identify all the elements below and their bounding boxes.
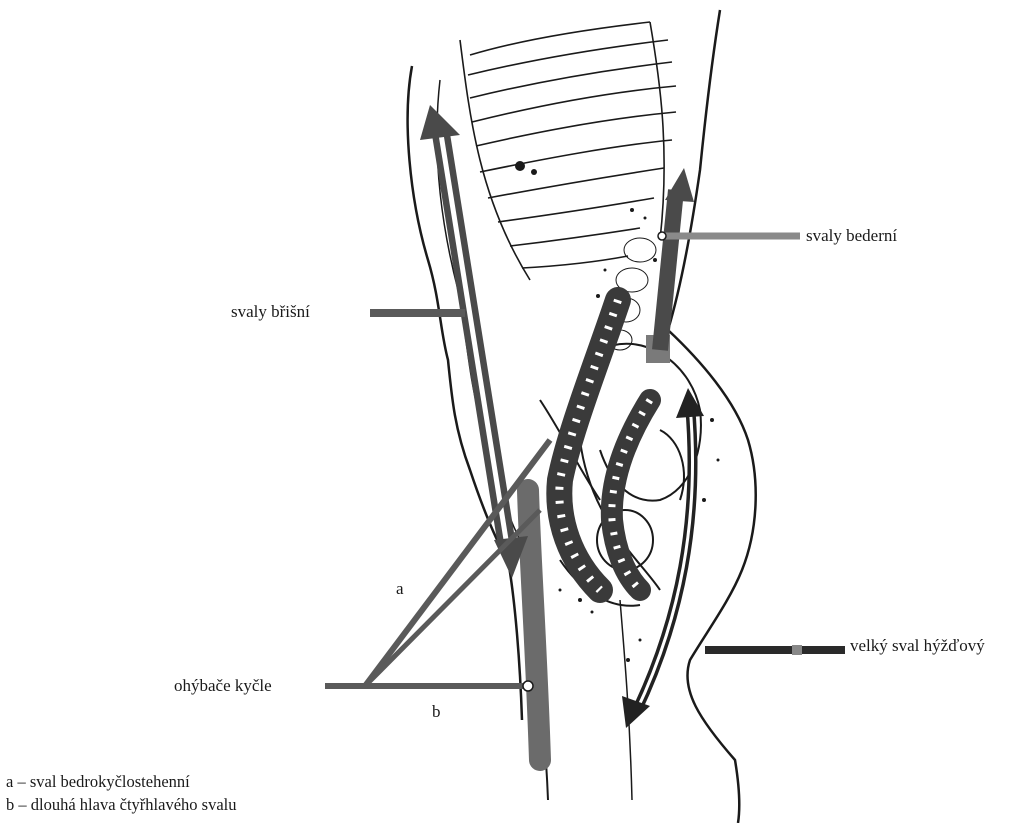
label-lumbar-muscles: svaly bederní: [806, 227, 897, 244]
lumbar-arrow: [660, 168, 694, 350]
legend-item-a: a – sval bedrokyčlostehenní: [6, 774, 190, 791]
label-gluteus-maximus: velký sval hýžďový: [850, 637, 985, 654]
body-outline-front: [408, 66, 522, 720]
rib-cage: [460, 22, 676, 280]
legend-item-b: b – dlouhá hlava čtyřhlavého svalu: [6, 797, 236, 814]
label-b: b: [432, 703, 441, 720]
leader-gluteus-marker: [792, 645, 802, 655]
leader-lumbar-dot: [658, 232, 666, 240]
label-hip-flexors: ohýbače kyčle: [174, 677, 272, 694]
label-abdominal-muscles: svaly břišní: [231, 303, 310, 320]
rectus-femoris-band: [528, 490, 540, 760]
abdominal-arrow: [420, 105, 528, 578]
leader-hipflexor-dot: [523, 681, 533, 691]
label-a: a: [396, 580, 404, 597]
